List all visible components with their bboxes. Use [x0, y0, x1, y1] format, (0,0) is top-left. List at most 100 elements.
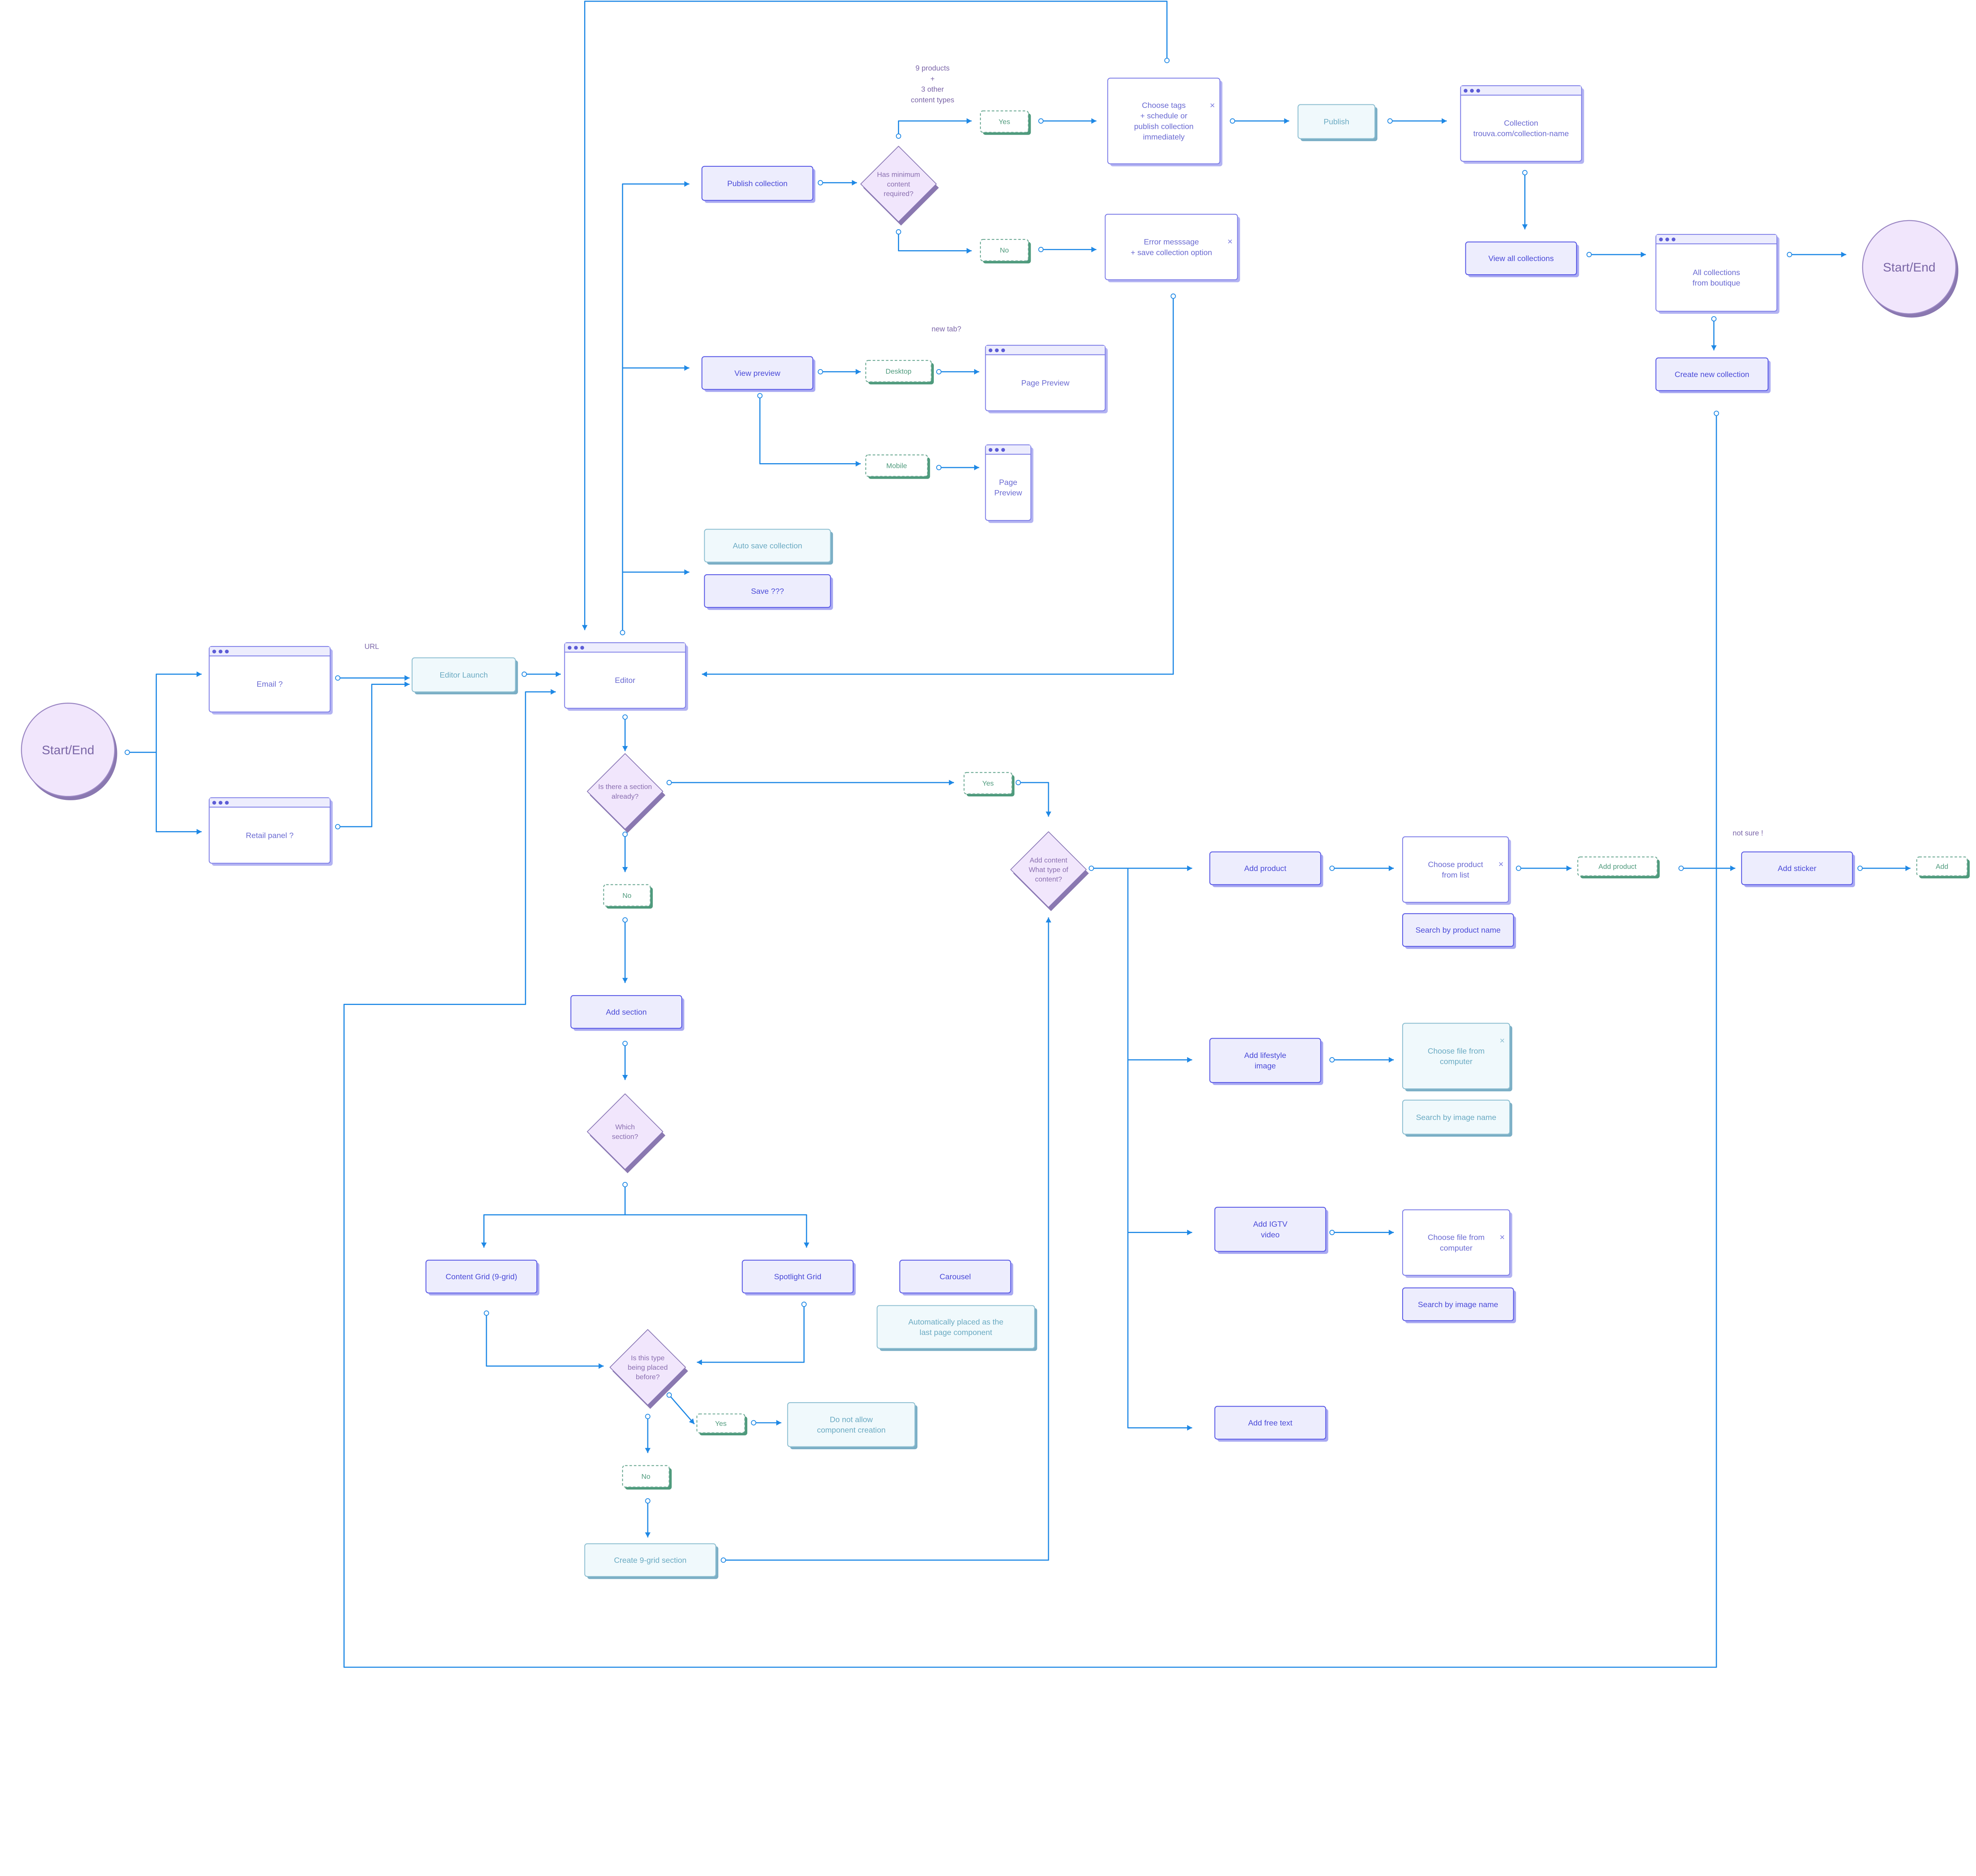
node-label: trouva.com/collection-name: [1473, 130, 1569, 138]
arrowhead-icon: [645, 1532, 651, 1538]
close-icon[interactable]: ×: [1227, 237, 1233, 247]
close-icon[interactable]: ×: [1500, 1035, 1505, 1045]
connector-arrow: [702, 293, 1176, 677]
node-label: before?: [636, 1373, 660, 1381]
connector-start-dot: [1171, 293, 1176, 299]
window-dot-icon: [212, 801, 216, 805]
save-node[interactable]: Save ???: [704, 574, 833, 610]
connector-arrow: [622, 569, 690, 575]
connectors: [124, 0, 1911, 1668]
close-icon[interactable]: ×: [1500, 1232, 1505, 1242]
node-label: Search by image name: [1416, 1113, 1496, 1122]
add-section-node[interactable]: Add section: [570, 995, 684, 1031]
arrowhead-icon: [1091, 118, 1097, 124]
arrowhead-icon: [582, 625, 588, 630]
node-label: Is there a section: [598, 783, 652, 791]
view-preview-node[interactable]: View preview: [701, 356, 816, 392]
close-icon[interactable]: ×: [1210, 100, 1215, 110]
arrowhead-icon: [1187, 1425, 1192, 1431]
window-dot-icon: [1001, 348, 1005, 353]
add-free-text-node[interactable]: Add free text: [1214, 1406, 1328, 1442]
yes-placed-node[interactable]: Yes: [696, 1413, 747, 1436]
connector-arrow: [1329, 1057, 1394, 1063]
connector-arrow: [896, 229, 972, 254]
create-new-collection-node[interactable]: Create new collection: [1655, 357, 1771, 393]
node-label: Choose tags: [1142, 101, 1186, 110]
arrowhead-icon: [1284, 118, 1290, 124]
connector-arrow: [1329, 865, 1394, 871]
error-message-node: ×Error messsage+ save collection option: [1105, 213, 1240, 283]
window-dot-icon: [995, 348, 999, 353]
note-not-sure: not sure !: [1733, 829, 1763, 837]
connector-start-dot: [818, 369, 823, 375]
node-label: Page: [999, 478, 1017, 487]
node-label: Content Grid (9-grid): [445, 1273, 517, 1281]
arrowhead-icon: [697, 1359, 702, 1365]
node-label: Retail panel ?: [246, 831, 294, 840]
arrowhead-icon: [1389, 865, 1394, 871]
window-header: [209, 647, 330, 656]
node-label: section?: [612, 1133, 638, 1141]
arrowhead-icon: [622, 978, 628, 983]
arrowhead-icon: [1522, 224, 1528, 230]
connector-arrow: [625, 1214, 809, 1248]
content-grid-node[interactable]: Content Grid (9-grid): [425, 1259, 539, 1296]
connector-arrow: [720, 917, 1052, 1563]
connector-start-dot: [622, 831, 628, 837]
search-product-node[interactable]: Search by product name: [1402, 913, 1516, 949]
note-url: URL: [364, 642, 379, 650]
node-label: computer: [1440, 1244, 1473, 1252]
add-product-node[interactable]: Add product: [1209, 851, 1324, 887]
connector-start-dot: [1516, 865, 1522, 871]
arrowhead-icon: [1730, 865, 1735, 871]
arrowhead-icon: [622, 746, 628, 751]
window-dot-icon: [219, 801, 222, 805]
arrowhead-icon: [404, 681, 410, 687]
arrowhead-icon: [1187, 865, 1192, 871]
connector-arrow: [1516, 865, 1572, 871]
arrowhead-icon: [1046, 917, 1052, 923]
connector-arrow: [896, 118, 972, 139]
node-label: Publish: [1324, 118, 1349, 126]
search-image-igtv-node[interactable]: Search by image name: [1402, 1287, 1516, 1324]
yes-section-node[interactable]: Yes: [963, 772, 1014, 797]
node-label: Create new collection: [1674, 370, 1749, 379]
connector-arrow: [936, 369, 979, 375]
connector-start-dot: [1522, 170, 1528, 175]
no-placed-node[interactable]: No: [622, 1465, 672, 1490]
connector-arrow: [666, 780, 954, 786]
yes-minimum-node[interactable]: Yes: [980, 110, 1031, 135]
mobile-node[interactable]: Mobile: [865, 454, 930, 479]
note-new-tab: new tab?: [931, 325, 961, 333]
page-preview-desktop-node: Page Preview: [985, 345, 1108, 413]
arrowhead-icon: [622, 867, 628, 872]
close-icon[interactable]: ×: [1498, 859, 1503, 869]
node-label: Choose product: [1428, 860, 1483, 869]
note-text: content types: [911, 96, 954, 104]
connector-arrow: [622, 917, 628, 983]
node-label: Editor: [615, 676, 635, 685]
arrowhead-icon: [404, 675, 410, 681]
arrowhead-icon: [1187, 1229, 1192, 1235]
spotlight-grid-node[interactable]: Spotlight Grid: [742, 1259, 856, 1296]
connector-start-dot: [666, 780, 672, 785]
desktop-node[interactable]: Desktop: [865, 360, 934, 385]
connector-arrow: [751, 1420, 782, 1426]
carousel-node[interactable]: Carousel: [899, 1259, 1013, 1296]
add-sticker-node[interactable]: Add sticker: [1741, 851, 1855, 887]
no-minimum-node[interactable]: No: [980, 239, 1031, 264]
window-dot-icon: [988, 448, 993, 452]
add-confirm-node[interactable]: Add: [1916, 856, 1970, 879]
no-section-node[interactable]: No: [603, 884, 653, 909]
add-product-confirm-node[interactable]: Add product: [1577, 856, 1660, 879]
publish-collection-node[interactable]: Publish collection: [701, 166, 816, 203]
connector-arrow: [936, 465, 979, 471]
view-all-collections-node[interactable]: View all collections: [1465, 241, 1579, 277]
